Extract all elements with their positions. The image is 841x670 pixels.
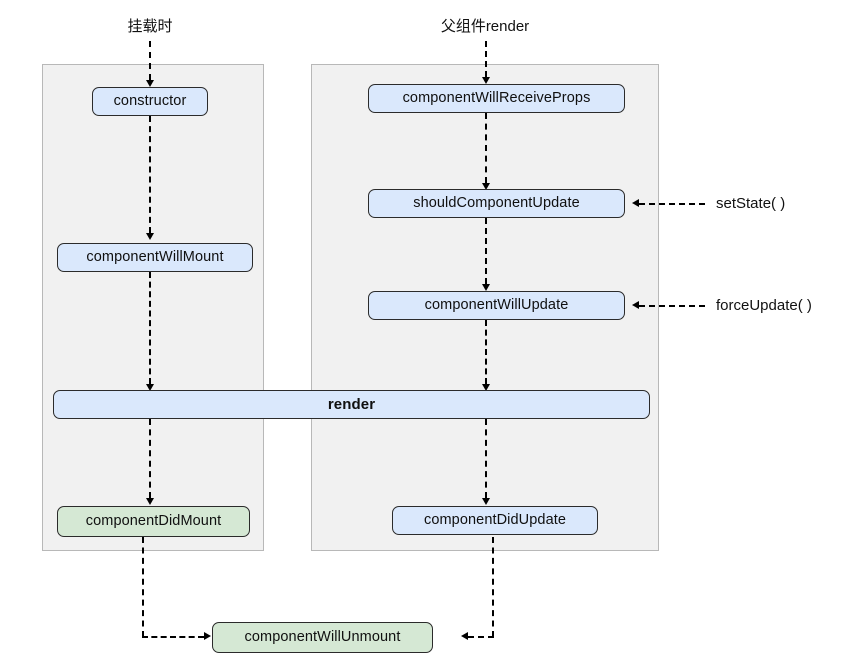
connector-constructor-to-will-mount xyxy=(149,116,151,233)
node-component-will-unmount[interactable]: componentWillUnmount xyxy=(212,622,433,653)
connector-parent-render-to-will-receive-props xyxy=(485,41,487,77)
connector-did-update-to-unmount-horizontal xyxy=(468,636,494,638)
connector-render-to-did-update xyxy=(485,419,487,498)
arrowhead-should-update-from-set-state xyxy=(632,199,639,207)
node-render[interactable]: render xyxy=(53,390,650,419)
arrowhead-will-update xyxy=(481,284,490,291)
connector-force-update-to-will-update xyxy=(639,305,705,307)
node-component-will-receive-props[interactable]: componentWillReceiveProps xyxy=(368,84,625,113)
connector-mounting-to-constructor xyxy=(149,41,151,80)
connector-set-state-to-should-update xyxy=(639,203,705,205)
node-component-did-update[interactable]: componentDidUpdate xyxy=(392,506,598,535)
arrowhead-unmount-from-left xyxy=(204,632,211,640)
node-should-component-update[interactable]: shouldComponentUpdate xyxy=(368,189,625,218)
mounting-phase-panel xyxy=(42,64,264,551)
arrowhead-will-receive-props xyxy=(481,77,490,84)
node-component-did-mount[interactable]: componentDidMount xyxy=(57,506,250,537)
connector-should-update-to-will-update xyxy=(485,218,487,284)
arrowhead-did-mount xyxy=(145,498,154,505)
arrowhead-render-left xyxy=(145,384,154,391)
connector-render-to-did-mount xyxy=(149,419,151,498)
arrowhead-unmount-from-right xyxy=(461,632,468,640)
parent-render-caption: 父组件render xyxy=(440,18,530,35)
node-component-will-mount[interactable]: componentWillMount xyxy=(57,243,253,272)
connector-did-mount-to-unmount-vertical xyxy=(142,537,144,637)
connector-will-receive-props-to-should-update xyxy=(485,113,487,183)
arrowhead-should-update xyxy=(481,183,490,190)
node-component-will-update[interactable]: componentWillUpdate xyxy=(368,291,625,320)
arrowhead-will-update-from-force-update xyxy=(632,301,639,309)
node-constructor[interactable]: constructor xyxy=(92,87,208,116)
connector-will-mount-to-render xyxy=(149,272,151,384)
connector-did-update-to-unmount-vertical xyxy=(492,537,494,637)
mounting-caption: 挂载时 xyxy=(127,18,173,35)
connector-did-mount-to-unmount-horizontal xyxy=(142,636,204,638)
arrowhead-will-mount xyxy=(145,233,154,240)
arrowhead-constructor xyxy=(145,80,154,87)
arrowhead-render-right xyxy=(481,384,490,391)
force-update-caption: forceUpdate( ) xyxy=(716,297,812,314)
set-state-caption: setState( ) xyxy=(716,195,786,212)
connector-will-update-to-render xyxy=(485,320,487,384)
arrowhead-did-update xyxy=(481,498,490,505)
